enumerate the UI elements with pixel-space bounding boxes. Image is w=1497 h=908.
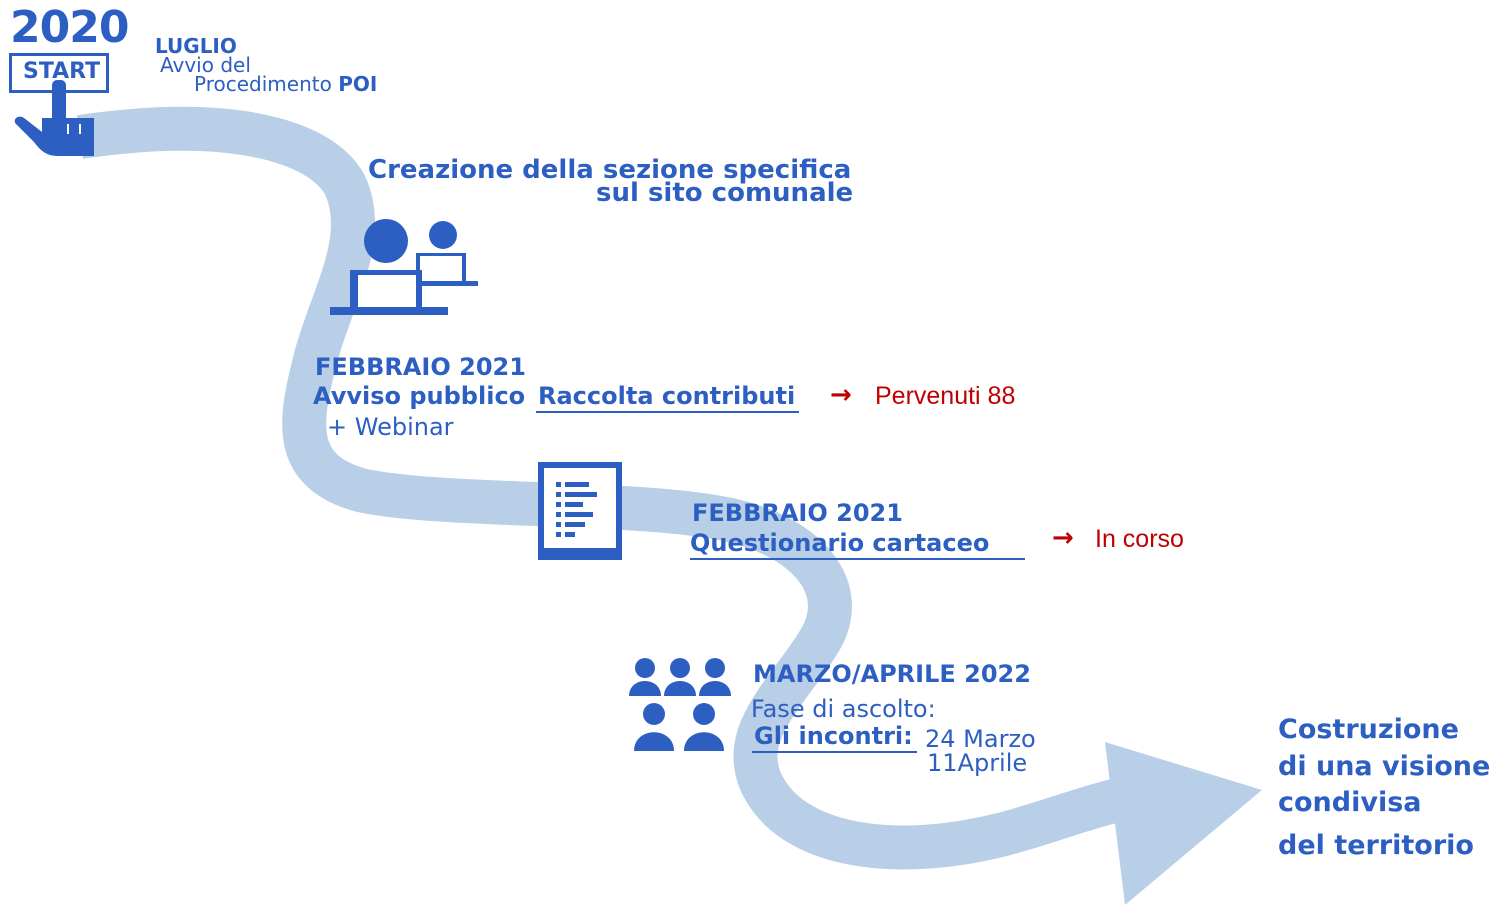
people-at-computer-icon: [330, 219, 478, 315]
start-box: [9, 53, 109, 93]
listen-link-underline: [752, 751, 917, 753]
road-arrowhead: [1105, 742, 1262, 905]
notice-link-underline: [536, 411, 799, 413]
survey-month: FEBBRAIO 2021: [692, 499, 903, 527]
start-desc-line1: Avvio del: [160, 53, 251, 77]
document-list-icon: [538, 462, 622, 560]
start-label: START: [23, 59, 101, 84]
notice-extra: + Webinar: [327, 413, 454, 441]
survey-status: In corso: [1095, 525, 1184, 553]
notice-status: Pervenuti 88: [875, 382, 1016, 410]
start-desc-poi: POI: [338, 72, 378, 96]
survey-link-underline: [690, 558, 1025, 560]
listen-month: MARZO/APRILE 2022: [753, 660, 1031, 688]
pointing-hand-icon: [14, 80, 94, 156]
road-arrow-icon: [76, 106, 1182, 870]
start-desc-line2: Procedimento POI: [194, 74, 377, 94]
goal-line1: Costruzione: [1278, 714, 1459, 745]
listen-date1: 24 Marzo: [925, 725, 1036, 753]
site-step-line2: sul sito comunale: [596, 178, 854, 208]
listen-line1: Fase di ascolto:: [751, 695, 936, 723]
survey-status-arrow-icon: →: [1052, 523, 1074, 553]
notice-month: FEBBRAIO 2021: [315, 353, 526, 381]
group-of-people-icon: [629, 658, 731, 751]
start-desc-procedimento: Procedimento: [194, 72, 332, 96]
notice-line1: Avviso pubblico: [313, 382, 526, 410]
survey-link[interactable]: Questionario cartaceo: [690, 529, 990, 557]
notice-status-arrow-icon: →: [830, 380, 852, 410]
goal-line3: condivisa: [1278, 787, 1422, 818]
site-step-line1: Creazione della sezione specifica: [368, 155, 852, 185]
start-year: 2020: [10, 2, 129, 53]
listen-link[interactable]: Gli incontri:: [754, 722, 913, 750]
notice-link[interactable]: Raccolta contributi: [538, 382, 796, 410]
goal-line2: di una visione: [1278, 751, 1491, 782]
goal-line4: del territorio: [1278, 830, 1474, 861]
listen-date2: 11Aprile: [927, 749, 1028, 777]
start-month: LUGLIO: [155, 34, 237, 58]
